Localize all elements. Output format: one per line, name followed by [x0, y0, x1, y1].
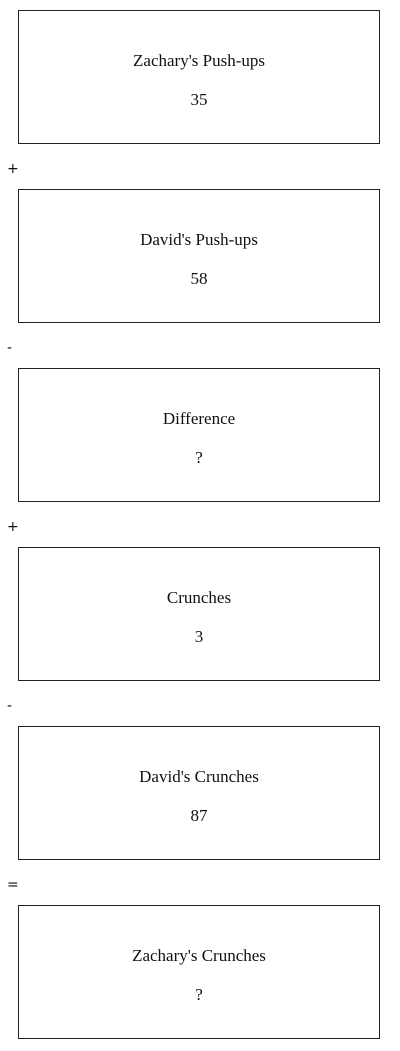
- box-label: Difference: [162, 409, 236, 428]
- operator-equals: =: [7, 877, 19, 893]
- operator-minus: -: [7, 340, 13, 356]
- box-davids-push-ups: David's Push-ups 58: [18, 189, 380, 323]
- operator-plus: +: [7, 161, 19, 177]
- box-label: David's Push-ups: [140, 230, 258, 249]
- box-label: Crunches: [166, 588, 232, 607]
- box-label: Zachary's Push-ups: [133, 51, 265, 70]
- box-value: 87: [190, 806, 208, 825]
- box-crunches: Crunches 3: [18, 547, 380, 681]
- box-value: 58: [190, 269, 208, 288]
- operator-plus: +: [7, 519, 19, 535]
- box-zacharys-crunches: Zachary's Crunches ?: [18, 905, 380, 1039]
- operator-minus: -: [7, 698, 13, 714]
- box-difference: Difference ?: [18, 368, 380, 502]
- box-value: 3: [194, 627, 204, 646]
- box-value: ?: [195, 985, 203, 1004]
- box-label: David's Crunches: [139, 767, 259, 786]
- box-zacharys-push-ups: Zachary's Push-ups 35: [18, 10, 380, 144]
- box-label: Zachary's Crunches: [132, 946, 266, 965]
- box-davids-crunches: David's Crunches 87: [18, 726, 380, 860]
- box-value: ?: [195, 448, 203, 467]
- box-value: 35: [190, 90, 208, 109]
